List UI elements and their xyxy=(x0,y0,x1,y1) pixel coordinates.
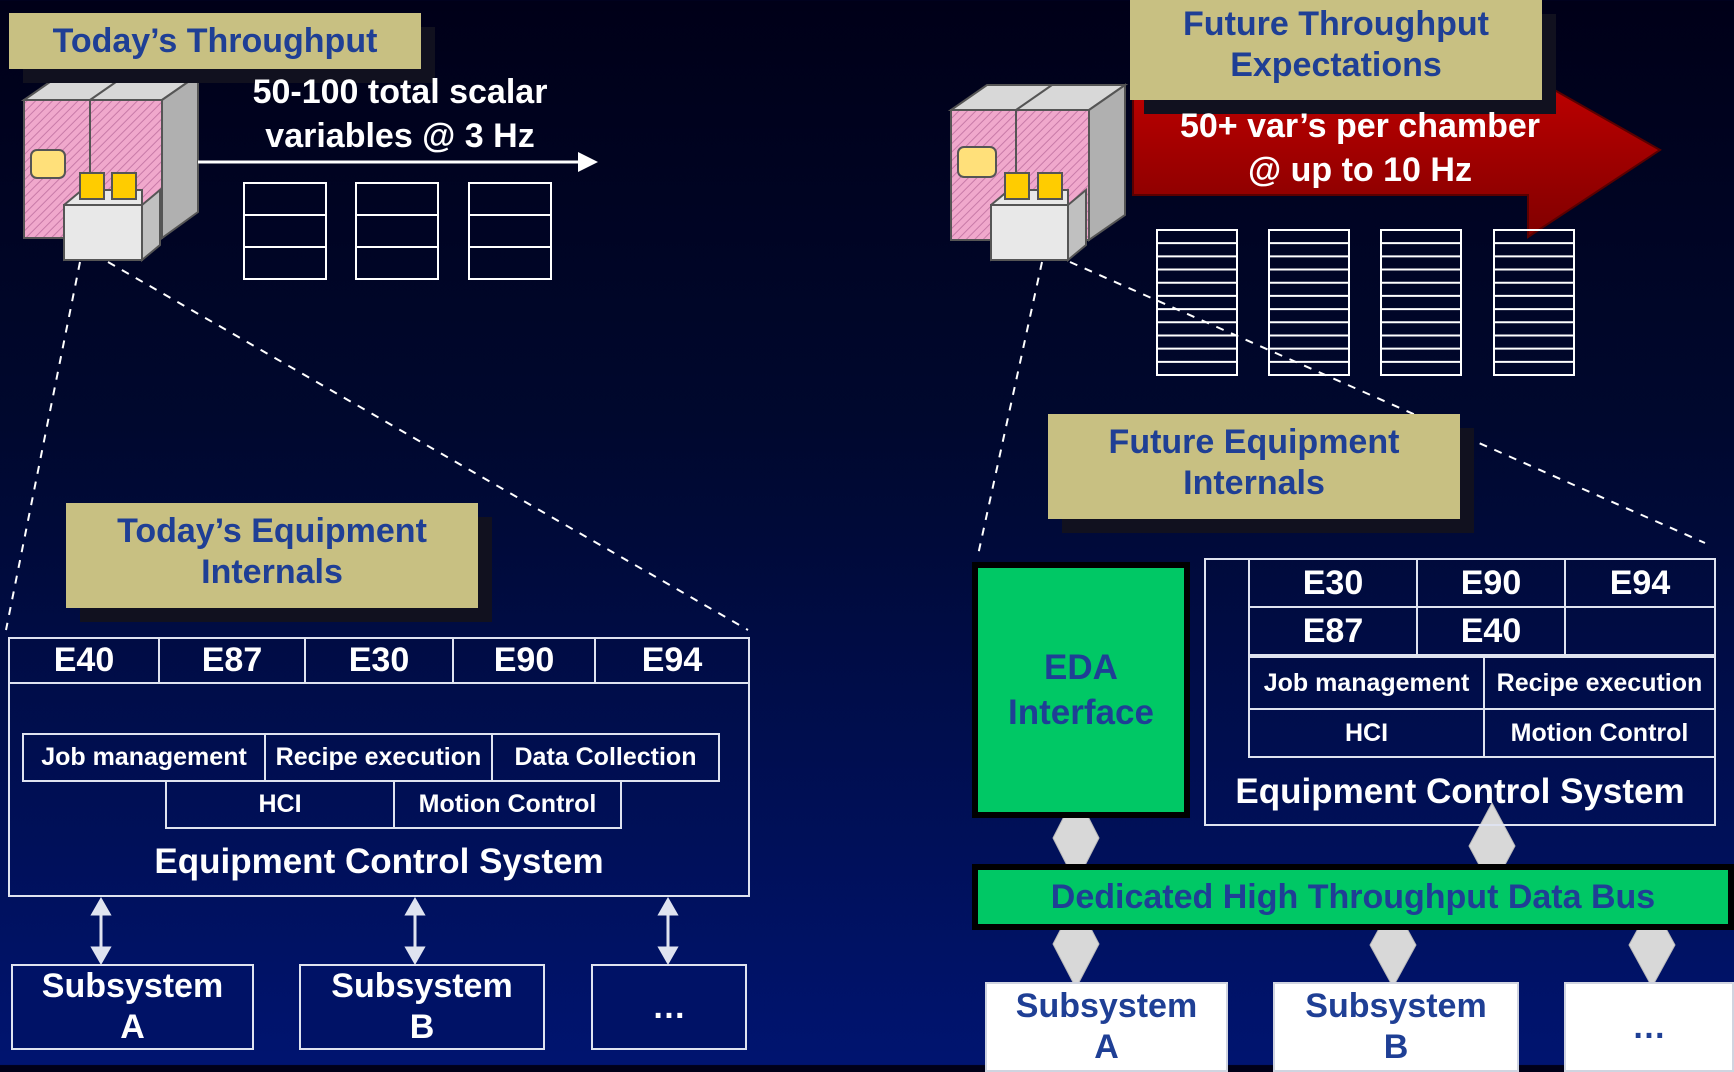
subsystem-more-right-label: … xyxy=(1632,1007,1666,1046)
subsystem-b-left-line1: Subsystem xyxy=(331,967,513,1006)
dedicated-data-bus-label: Dedicated High Throughput Data Bus xyxy=(1050,877,1656,916)
tab-e90-label: E90 xyxy=(493,641,555,679)
module-motion-control-left: Motion Control xyxy=(393,780,622,829)
tab-e87-label: E87 xyxy=(201,641,263,679)
grid-e30: E30 xyxy=(1248,558,1418,608)
subsystem-a-left-line1: Subsystem xyxy=(41,967,224,1006)
grid-e94: E94 xyxy=(1564,558,1716,608)
zoom-line-left-b xyxy=(107,261,749,631)
subsystem-a-right-line2: A xyxy=(1094,1028,1119,1066)
future-internals-line1: Future Equipment xyxy=(1108,423,1400,461)
module-job-management-left: Job management xyxy=(22,733,266,782)
module-hci-left: HCI xyxy=(165,780,395,829)
grid-e30-label: E30 xyxy=(1302,563,1364,602)
tab-e94-label: E94 xyxy=(641,641,703,679)
subsystem-arrows-left xyxy=(90,896,679,966)
subsystem-b-left-line2: B xyxy=(409,1008,435,1046)
todays-internals-line2: Internals xyxy=(201,552,343,591)
zoom-line-right-b xyxy=(1069,261,1706,544)
subsystem-b-right-line2: B xyxy=(1383,1028,1409,1066)
eda-interface-line2: Interface xyxy=(1008,693,1154,732)
subsystem-b-right-line1: Subsystem xyxy=(1305,987,1487,1026)
module-job-management-right-label: Job management xyxy=(1263,668,1470,697)
future-internals-line2: Internals xyxy=(1183,463,1325,502)
throughput-caption-left-line2: variables @ 3 Hz xyxy=(265,117,535,155)
subsystem-a-right-line1: Subsystem xyxy=(1015,987,1198,1026)
server-icon-right xyxy=(947,83,1129,263)
module-hci-right: HCI xyxy=(1248,708,1485,758)
grid-e87-label: E87 xyxy=(1302,611,1364,650)
module-recipe-execution-right: Recipe execution xyxy=(1483,656,1716,710)
module-recipe-execution-left-label: Recipe execution xyxy=(275,743,482,771)
data-table-icons-left xyxy=(243,182,552,280)
tab-e90: E90 xyxy=(452,637,596,684)
grid-e90-label: E90 xyxy=(1460,563,1522,602)
grid-e40-label: E40 xyxy=(1460,611,1522,650)
tab-e40-label: E40 xyxy=(53,641,115,679)
module-hci-right-label: HCI xyxy=(1344,718,1389,747)
tab-e94: E94 xyxy=(594,637,750,684)
todays-equipment-internals-label: Today’s Equipment Internals xyxy=(66,503,478,608)
subsystem-a-left-line2: A xyxy=(120,1008,145,1046)
equipment-control-system-label-left: Equipment Control System xyxy=(154,842,604,881)
module-motion-control-right: Motion Control xyxy=(1483,708,1716,758)
future-equipment-internals-label: Future Equipment Internals xyxy=(1048,414,1460,519)
grid-empty xyxy=(1564,606,1716,656)
dedicated-data-bus: Dedicated High Throughput Data Bus xyxy=(972,864,1734,930)
throughput-caption-left-line1: 50-100 total scalar xyxy=(252,73,548,111)
future-throughput-caption-line1: 50+ var’s per chamber xyxy=(1179,107,1541,145)
module-job-management-left-label: Job management xyxy=(41,743,247,771)
module-recipe-execution-right-label: Recipe execution xyxy=(1496,668,1703,697)
tab-e30-label: E30 xyxy=(348,641,410,679)
subsystem-more-left: … xyxy=(591,964,747,1050)
module-motion-control-left-label: Motion Control xyxy=(418,790,597,818)
zoom-line-right-a xyxy=(977,261,1043,556)
module-data-collection-left-label: Data Collection xyxy=(514,743,697,771)
data-table-icons-right xyxy=(1156,229,1575,376)
dense-table-2 xyxy=(1268,229,1350,376)
server-icon-left xyxy=(20,73,202,263)
todays-throughput-text: Today’s Throughput xyxy=(52,22,378,60)
eda-interface-box: EDA Interface xyxy=(972,562,1190,818)
grid-e94-label: E94 xyxy=(1609,563,1671,602)
equipment-control-system-label-right: Equipment Control System xyxy=(1235,772,1685,811)
subsystem-more-left-label: … xyxy=(652,987,686,1026)
grid-e90: E90 xyxy=(1416,558,1566,608)
future-throughput-line2: Expectations xyxy=(1230,45,1442,84)
future-throughput-caption: 50+ var’s per chamber @ up to 10 Hz xyxy=(1150,104,1570,192)
future-throughput-label: Future Throughput Expectations xyxy=(1130,0,1542,100)
dense-table-1 xyxy=(1156,229,1238,376)
future-throughput-caption-line2: @ up to 10 Hz xyxy=(1248,151,1472,189)
module-hci-left-label: HCI xyxy=(258,790,302,818)
todays-throughput-label: Today’s Throughput xyxy=(9,13,421,69)
todays-internals-line1: Today’s Equipment xyxy=(117,512,427,550)
eda-interface-line1: EDA xyxy=(1044,647,1118,687)
tab-e87: E87 xyxy=(158,637,306,684)
throughput-caption-left: 50-100 total scalar variables @ 3 Hz xyxy=(215,70,585,158)
module-job-management-right: Job management xyxy=(1248,656,1485,710)
subsystem-more-right: … xyxy=(1564,982,1734,1072)
dense-table-4 xyxy=(1493,229,1575,376)
grid-e40: E40 xyxy=(1416,606,1566,656)
dense-table-3 xyxy=(1380,229,1462,376)
module-motion-control-right-label: Motion Control xyxy=(1510,718,1689,747)
future-throughput-line1: Future Throughput xyxy=(1183,5,1489,43)
grid-e87: E87 xyxy=(1248,606,1418,656)
